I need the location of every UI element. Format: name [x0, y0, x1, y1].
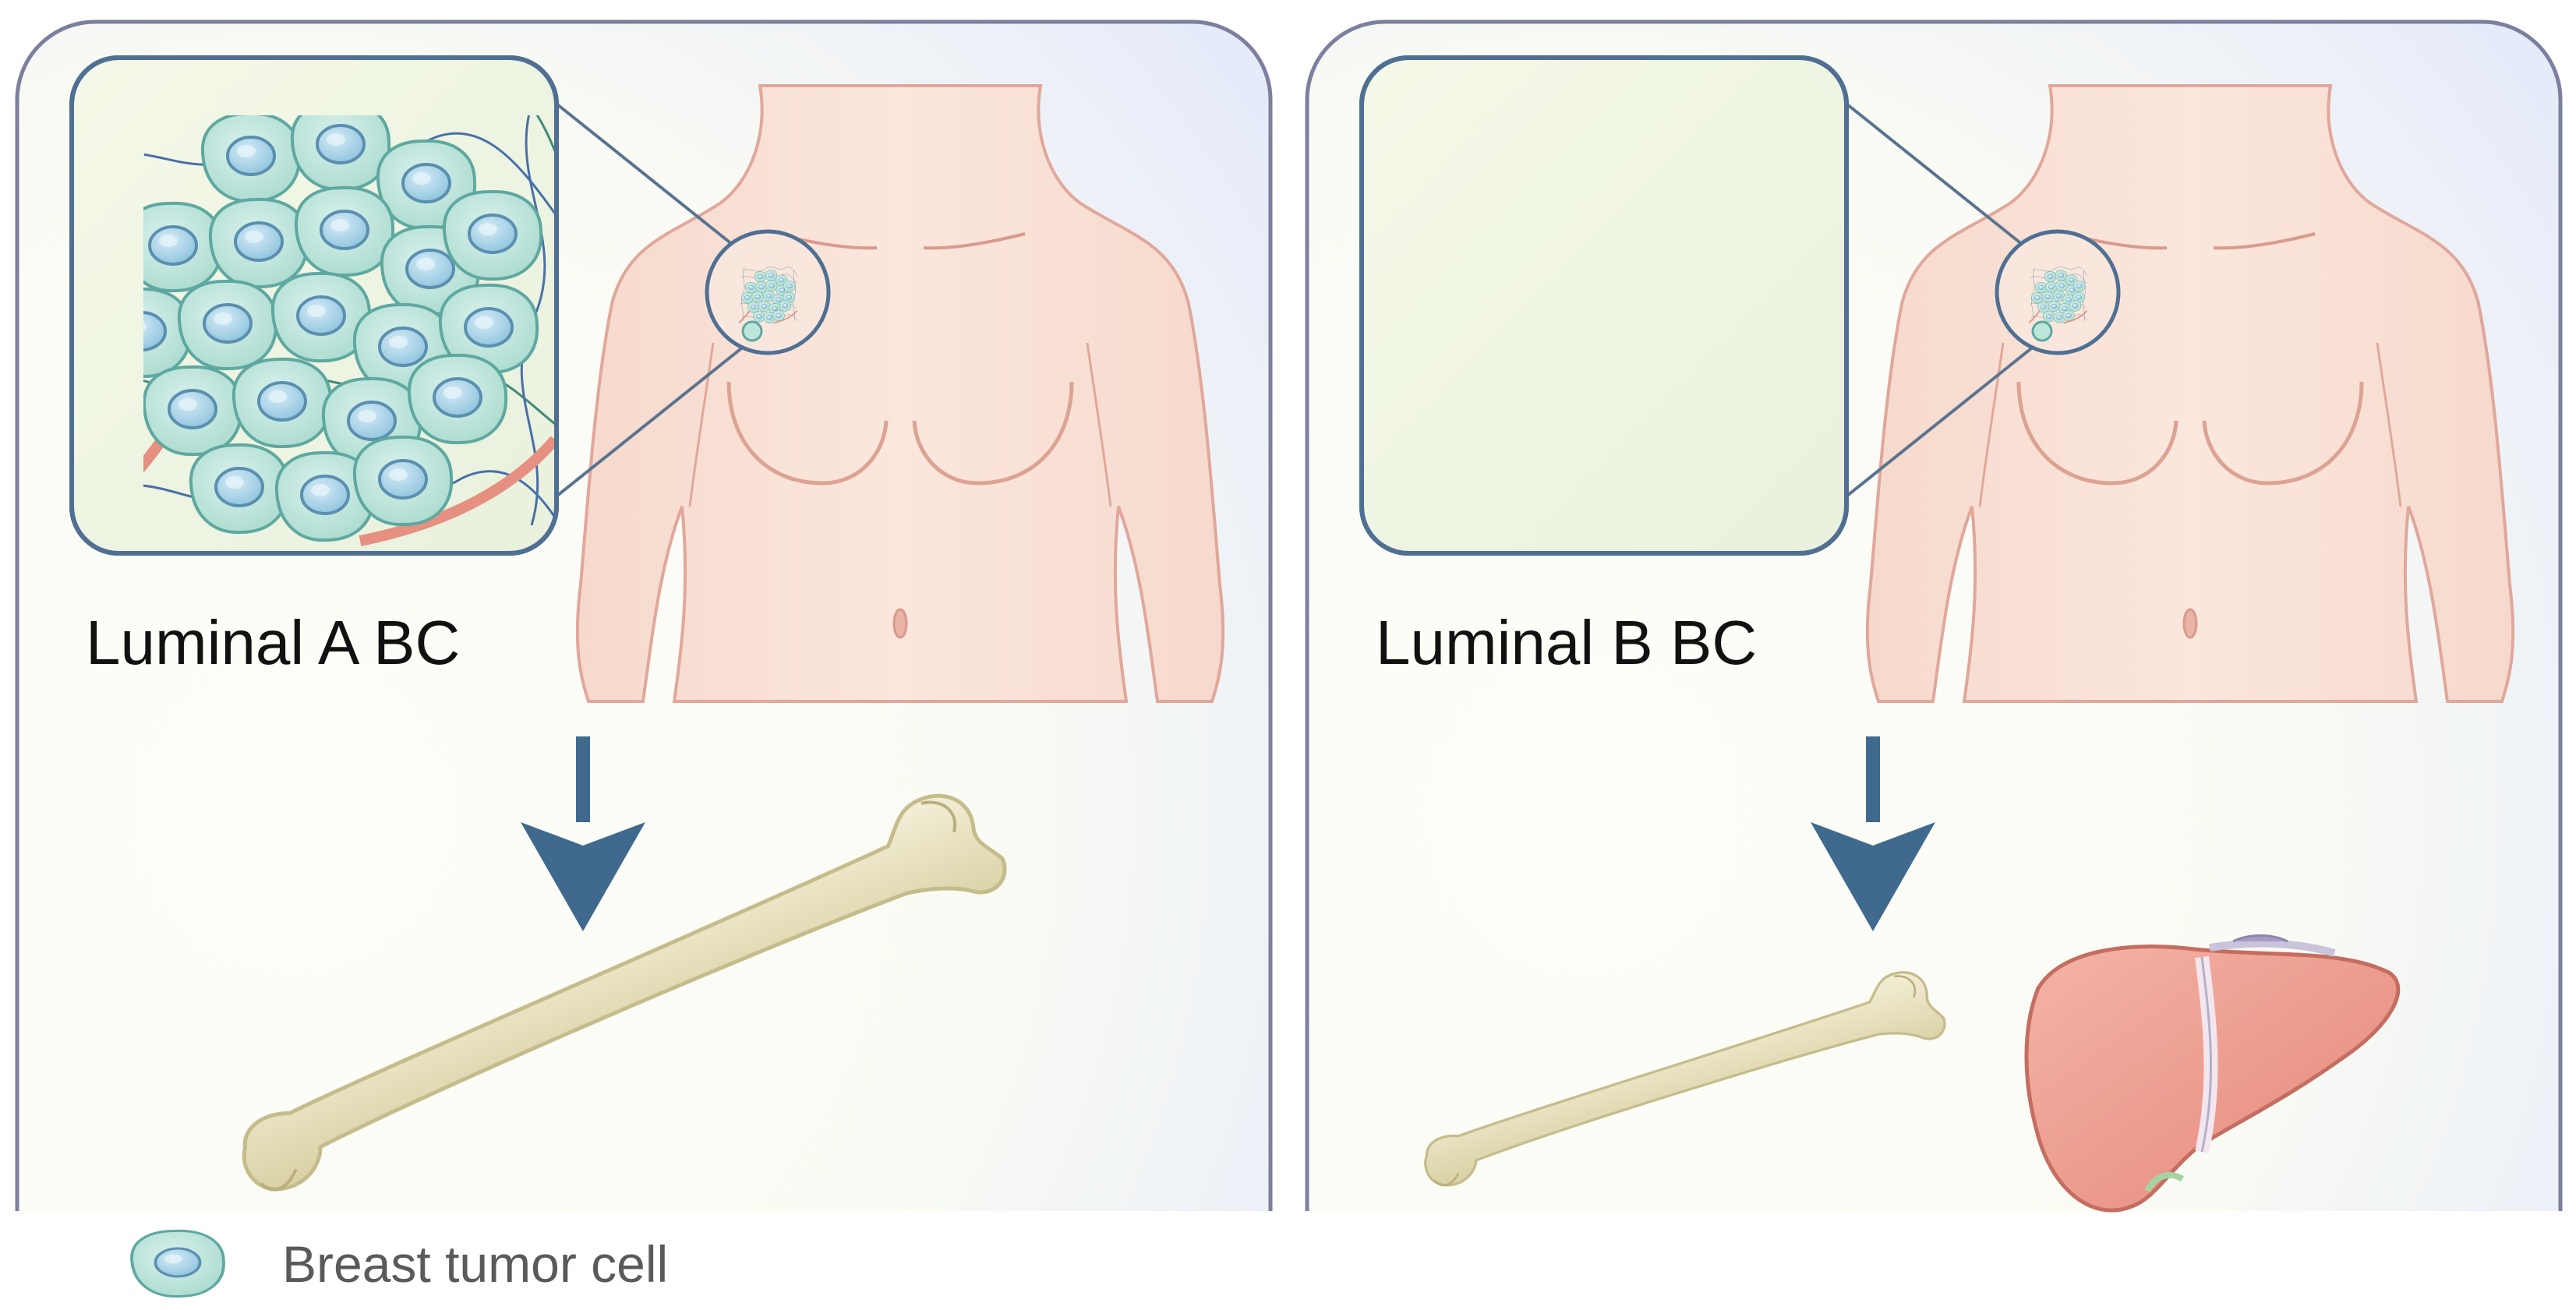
- zoom-connector-lines: [1842, 100, 2040, 500]
- tumor-cell-zoom-box: [1359, 55, 1849, 556]
- panel-luminal-a: Luminal A BC: [14, 19, 1274, 1310]
- panel-label: Luminal A BC: [86, 608, 460, 677]
- panel-luminal-b: Luminal B BC: [1304, 19, 2564, 1310]
- breast-tumor-circle: [705, 229, 831, 355]
- zoom-connector-lines: [552, 100, 750, 500]
- legend-label: Breast tumor cell: [282, 1235, 668, 1293]
- panel-label: Luminal B BC: [1376, 608, 1757, 677]
- breast-tumor-cell-icon: [130, 1229, 225, 1298]
- legend: Breast tumor cell: [130, 1229, 668, 1298]
- breast-tumor-circle: [1995, 229, 2121, 355]
- tumor-cell-zoom-box: [69, 55, 557, 556]
